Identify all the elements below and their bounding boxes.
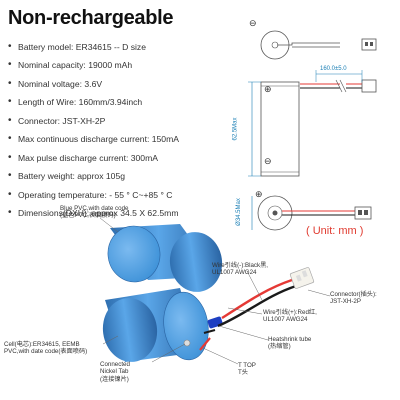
page-title: Non-rechargeable [8,7,174,29]
connector-label: Connector(插头): JST-XH-2P [330,291,377,306]
blue-pvc-label: Blue PVC,with date code (蓝色PVC,表面喷码) [60,205,129,220]
spec-item: •Battery weight: approx 105g [8,167,223,185]
spec-item: •Battery model: ER34615 -- D size [8,38,223,56]
bottom-view [251,195,372,231]
minus-symbol-front: ⊖ [264,156,272,166]
spec-item: •Dimensions(DXH): approx 34.5 X 62.5mm [8,204,223,222]
battery-illustration [99,217,331,365]
spec-list: •Battery model: ER34615 -- D size •Nomin… [8,38,223,222]
bullet-icon: • [8,77,12,89]
plus-symbol-front: ⊕ [264,84,272,94]
upper-cell [107,224,223,292]
front-view [248,70,377,177]
spec-item: •Nominal capacity: 19000 mAh [8,56,223,74]
height-dimension: 62.5Max [232,117,239,141]
bullet-icon: • [8,151,12,163]
top-view [260,30,377,60]
bullet-icon: • [8,170,12,182]
t-top-label: T TOP T头 [238,362,256,377]
unit-note: ( Unit: mm ) [306,225,364,237]
heatshrink-label: Heatshrink tube (热缩管) [268,336,312,351]
spec-item: •Operating temperature: - 55 ° C~+85 ° C [8,186,223,204]
spec-item: •Length of Wire: 160mm/3.94inch [8,93,223,111]
red-wire-label: Wire引线(+):Red红, UL1007 AWG24 [263,309,317,324]
bullet-icon: • [8,206,12,218]
black-wire-label: Wire引线(-):Black黑, UL1007 AWG24 [212,262,269,277]
spec-item: •Nominal voltage: 3.6V [8,75,223,93]
nickel-tab-label: Connected Nickel Tab (连接镍片) [100,361,130,383]
bullet-icon: • [8,188,12,200]
cell-label: Cell(电芯):ER34615, EEMB PVC,with date cod… [4,341,88,356]
lower-cell [102,288,209,362]
connector-plug [289,267,315,289]
bullet-icon: • [8,96,12,108]
bullet-icon: • [8,41,12,52]
spec-item: •Connector: JST-XH-2P [8,112,223,130]
wire-length-dimension: 160.0±5.0 [320,66,347,72]
bullet-icon: • [8,114,12,126]
bullet-icon: • [8,133,12,145]
bullet-icon: • [8,59,12,71]
plus-symbol-bottom: ⊕ [255,189,263,199]
diameter-dimension: Ø34.5Max [235,198,242,226]
minus-symbol-top: ⊖ [249,18,257,28]
spec-item: •Max continuous discharge current: 150mA [8,130,223,148]
spec-item: •Max pulse discharge current: 300mA [8,149,223,167]
